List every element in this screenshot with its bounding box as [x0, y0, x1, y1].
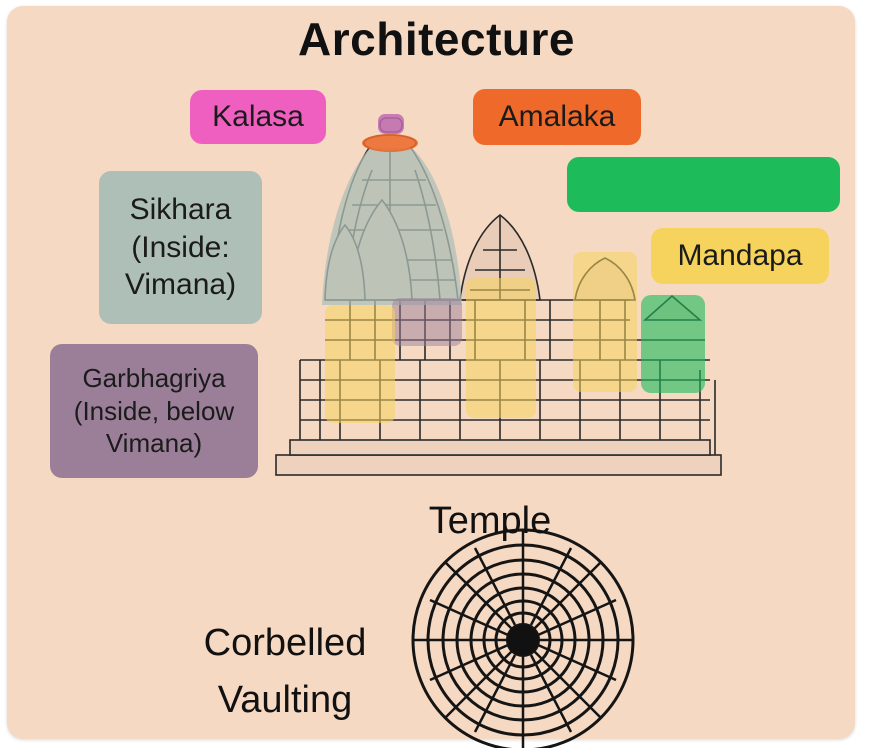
corbelled-vaulting-caption: Corbelled Vaulting	[203, 622, 367, 721]
kalasa-label: Kalasa	[190, 90, 326, 144]
amalaka-label: Amalaka	[473, 89, 641, 145]
mandapa-highlight-2	[466, 278, 536, 418]
garbhagriya-label: Garbhagriya (Inside, below Vimana)	[50, 344, 258, 478]
sikhara-label: Sikhara (Inside: Vimana)	[99, 171, 262, 324]
green-highlight	[641, 295, 705, 393]
garbhagriya-highlight	[392, 298, 462, 346]
corbelled-vaulting-illustration	[411, 528, 635, 748]
kalasa-highlight	[378, 114, 404, 134]
amalaka-highlight	[362, 134, 418, 152]
blank-green-label	[567, 157, 840, 212]
sikhara-highlight	[322, 148, 462, 305]
mandapa-highlight-1	[325, 305, 395, 423]
temple-caption: Temple	[428, 500, 552, 542]
mandapa-highlight-3	[573, 252, 637, 392]
mandapa-label: Mandapa	[651, 228, 829, 284]
diagram-title: Architecture	[298, 13, 575, 65]
